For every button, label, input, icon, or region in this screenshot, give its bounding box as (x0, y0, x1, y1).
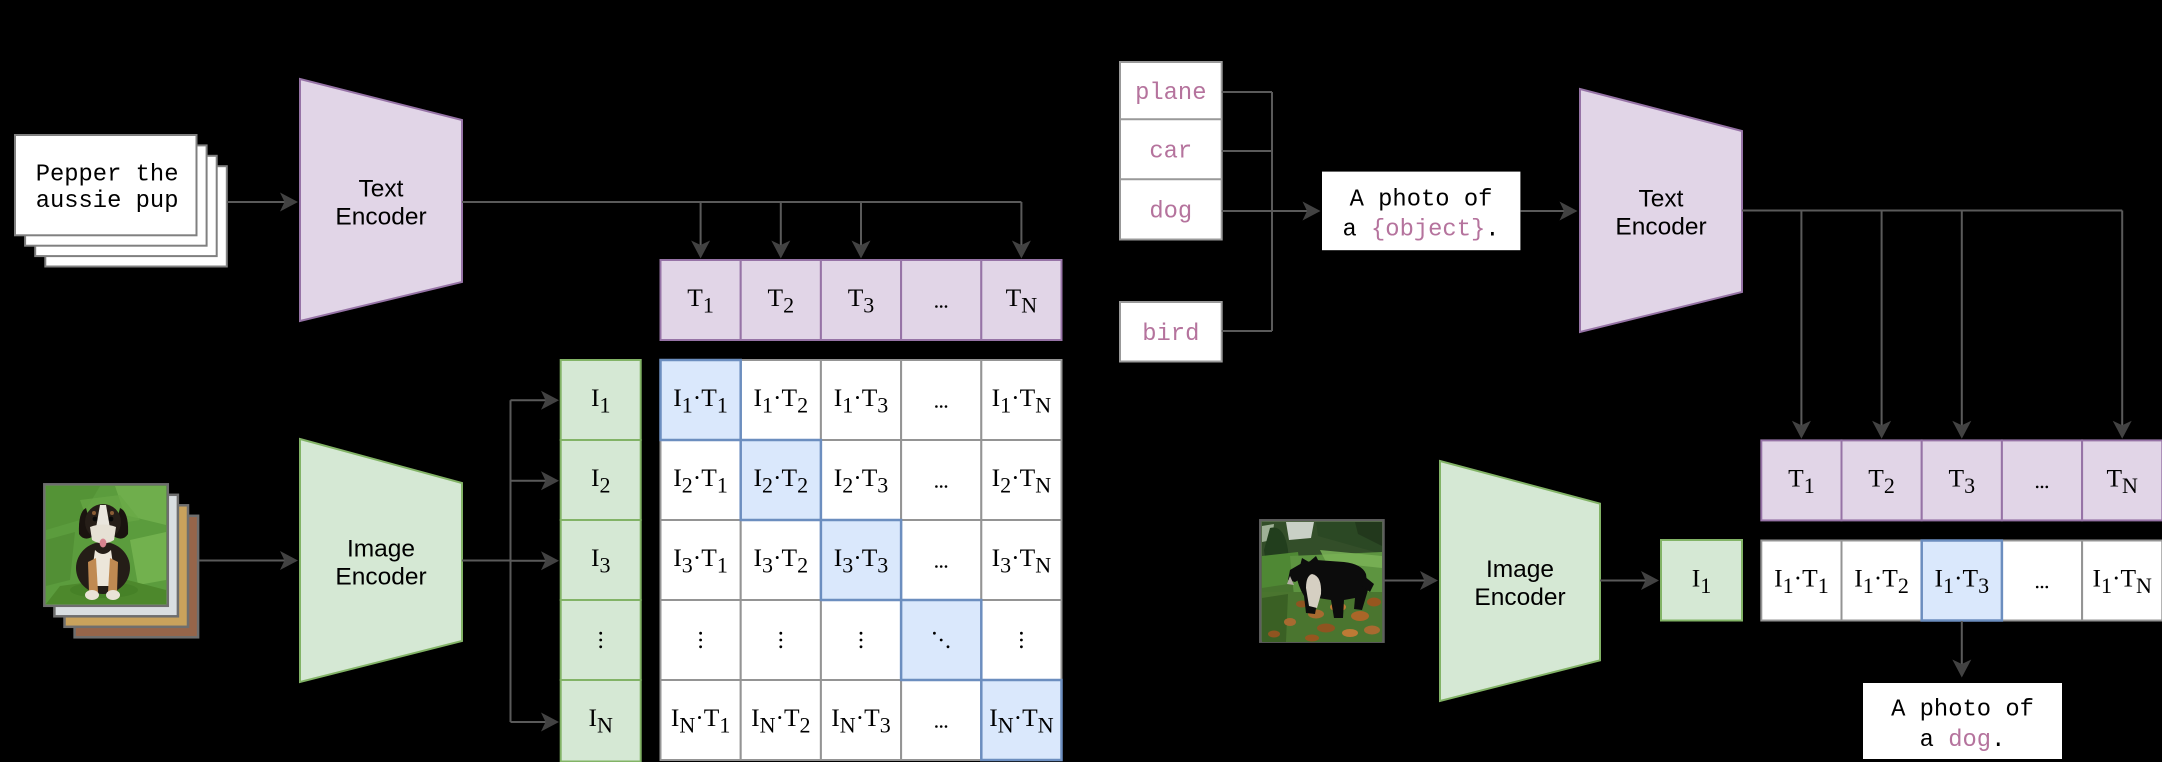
svg-text:Image: Image (347, 536, 415, 563)
svg-text:A photo of: A photo of (1350, 187, 1493, 214)
svg-text:bird: bird (1142, 321, 1199, 348)
svg-text:Text: Text (1639, 186, 1684, 213)
svg-text:dog: dog (1149, 199, 1192, 226)
svg-text:a {object}.: a {object}. (1342, 217, 1499, 244)
svg-text:I1: I1 (591, 383, 611, 418)
svg-text:Encoder: Encoder (335, 564, 426, 591)
svg-text:Image: Image (1486, 556, 1554, 583)
svg-text:A photo of: A photo of (1891, 697, 2034, 724)
svg-text:Encoder: Encoder (1474, 584, 1565, 611)
svg-text:TN: TN (1006, 283, 1038, 318)
svg-text:aussie pup: aussie pup (36, 188, 179, 215)
svg-text:Pepper the: Pepper the (36, 162, 179, 189)
svg-text:I2: I2 (591, 463, 611, 498)
svg-text:I2·TN: I2·TN (992, 463, 1052, 498)
svg-text:car: car (1149, 139, 1192, 166)
svg-text:Encoder: Encoder (335, 204, 426, 231)
svg-text:I3: I3 (591, 543, 611, 578)
svg-text:a dog.: a dog. (1920, 727, 2006, 754)
svg-text:Encoder: Encoder (1615, 214, 1706, 241)
svg-text:Text: Text (359, 176, 404, 203)
svg-text:I1·T3: I1·T3 (1935, 564, 1990, 599)
svg-text:I1: I1 (1692, 564, 1712, 599)
svg-text:plane: plane (1135, 80, 1206, 107)
